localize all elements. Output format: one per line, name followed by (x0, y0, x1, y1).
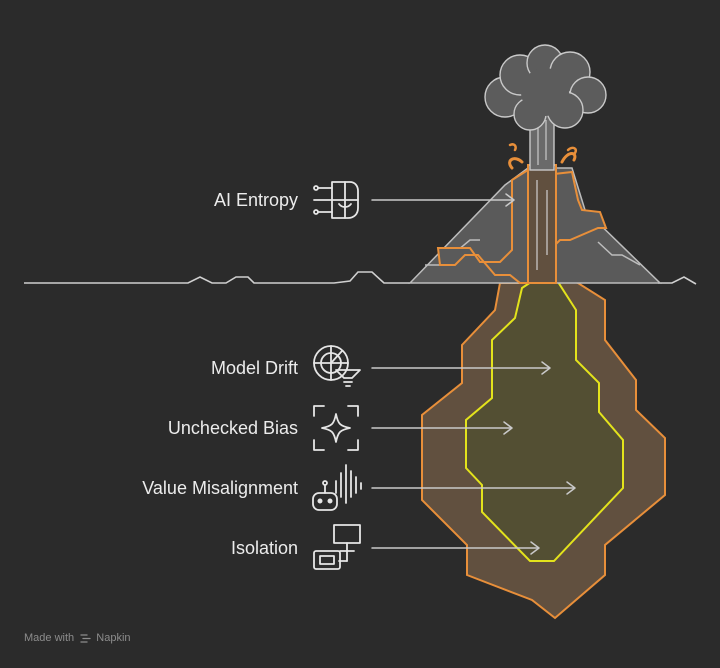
ash-cloud (484, 44, 607, 131)
lava-splash-right (560, 152, 577, 164)
inner-magma-chamber (465, 274, 624, 562)
volcano-vent (527, 164, 557, 284)
arrows (371, 193, 576, 555)
brain-circuit-icon (313, 181, 359, 219)
lava-splash-right-2 (566, 146, 577, 155)
robot-soundwave-icon (312, 464, 362, 511)
label-ai-entropy: AI Entropy (213, 190, 298, 210)
ground-line (24, 271, 410, 284)
arrowhead-misalignment (566, 481, 576, 495)
footer-credit: Made with Napkin (24, 632, 131, 644)
napkin-logo-icon (80, 633, 91, 643)
lava-splash-left-2 (508, 143, 517, 152)
arrowhead-bias (503, 421, 513, 435)
arrowhead-drift (541, 361, 551, 375)
mountain-ridge-right (597, 241, 641, 266)
label-value-misalignment: Value Misalignment (142, 478, 298, 498)
monitor-network-icon (313, 524, 361, 570)
label-isolation: Isolation (230, 538, 298, 558)
footer-brand[interactable]: Napkin (96, 632, 131, 645)
sparkle-focus-icon (313, 405, 359, 451)
label-model-drift: Model Drift (210, 358, 298, 378)
arrowhead-entropy (505, 193, 515, 207)
lava-splash-left (508, 157, 524, 170)
arrowhead-isolation (530, 541, 540, 555)
ground-line-right (658, 276, 697, 285)
radar-funnel-icon (313, 345, 361, 387)
footer-made-with: Made with (24, 632, 75, 645)
label-unchecked-bias: Unchecked Bias (167, 418, 298, 438)
